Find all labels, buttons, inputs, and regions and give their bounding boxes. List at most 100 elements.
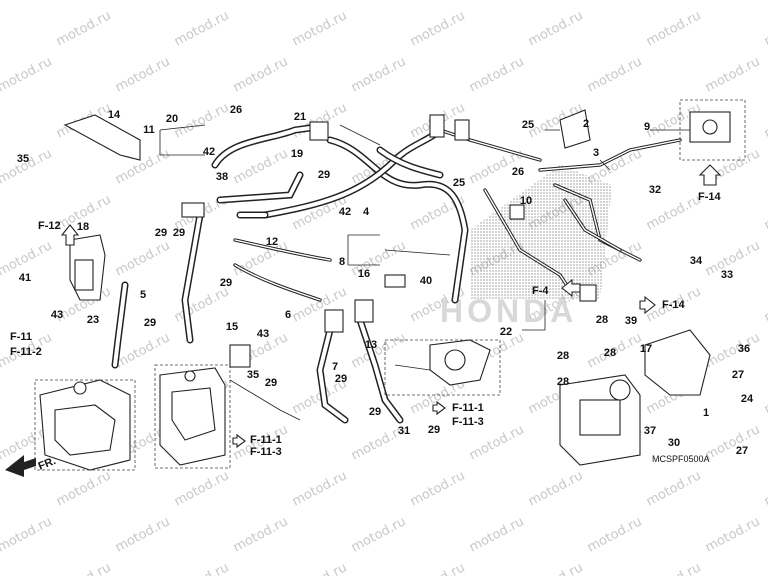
front-left-caliper xyxy=(34,379,136,471)
watermark-text: motod.ru xyxy=(762,192,768,233)
callout-number: 27 xyxy=(736,445,748,457)
watermark-text: motod.ru xyxy=(290,468,350,509)
watermark-text: motod.ru xyxy=(172,284,232,325)
page-reference: F-12 xyxy=(38,220,61,232)
watermark-text: motod.ru xyxy=(762,100,768,141)
watermark-text: motod.ru xyxy=(467,514,527,555)
callout-number: 31 xyxy=(398,425,410,437)
watermark-text: motod.ru xyxy=(408,468,468,509)
watermark-text: motod.ru xyxy=(526,560,586,576)
rear-master-cylinder xyxy=(69,234,106,301)
page-reference: F-11 xyxy=(10,331,32,343)
shading-panel xyxy=(470,165,612,300)
watermark-text: motod.ru xyxy=(54,8,114,49)
watermark-text: motod.ru xyxy=(172,8,232,49)
callout-number: 35 xyxy=(17,153,29,165)
page-reference: F-11-1 xyxy=(250,434,282,446)
watermark-text: motod.ru xyxy=(644,8,704,49)
callout-number: 29 xyxy=(265,377,277,389)
callout-number: 27 xyxy=(732,369,744,381)
watermark-text: motod.ru xyxy=(467,422,527,463)
callout-number: 1 xyxy=(703,407,709,419)
callout-number: 3 xyxy=(593,147,599,159)
callout-number: 25 xyxy=(522,119,534,131)
watermark-text: motod.ru xyxy=(113,238,173,279)
callout-number: 28 xyxy=(557,350,569,362)
callout-number: 29 xyxy=(173,227,185,239)
callout-number: 7 xyxy=(332,361,338,373)
watermark-text: motod.ru xyxy=(408,8,468,49)
watermark-text: motod.ru xyxy=(290,560,350,576)
page-reference: F-14 xyxy=(662,299,686,311)
callout-number: 29 xyxy=(155,227,167,239)
watermark-text: motod.ru xyxy=(703,514,763,555)
front-right-caliper xyxy=(154,364,231,469)
watermark-text: motod.ru xyxy=(703,0,763,4)
callout-number: 15 xyxy=(226,321,238,333)
watermark-text: motod.ru xyxy=(526,468,586,509)
joints xyxy=(181,114,597,368)
callout-number: 29 xyxy=(428,424,440,436)
page-reference: F-11-2 xyxy=(10,346,42,358)
watermark-text: motod.ru xyxy=(231,54,291,95)
leader-lines xyxy=(159,124,690,421)
callout-number: 17 xyxy=(640,343,652,355)
page-reference: F-4 xyxy=(532,285,549,297)
brake-pipes xyxy=(233,128,682,302)
callout-number: 43 xyxy=(51,309,63,321)
watermark-text: motod.ru xyxy=(54,560,114,576)
callout-number: 2 xyxy=(583,118,589,130)
callout-number: 43 xyxy=(257,328,269,340)
callout-number: 23 xyxy=(87,314,99,326)
hose-stay xyxy=(63,114,141,161)
watermark-text: motod.ru xyxy=(0,54,55,95)
callout-number: 11 xyxy=(143,124,155,136)
watermark-text: motod.ru xyxy=(172,468,232,509)
watermark-text: motod.ru xyxy=(762,8,768,49)
watermark-text: motod.ru xyxy=(172,100,232,141)
pipe-clamp xyxy=(559,109,591,149)
callout-number: 32 xyxy=(649,184,661,196)
callout-number: 4 xyxy=(363,206,370,218)
callout-number: 37 xyxy=(644,425,656,437)
watermark-text: motod.ru xyxy=(467,54,527,95)
watermark-text: motod.ru xyxy=(290,8,350,49)
callout-number: 35 xyxy=(247,369,259,381)
watermark-text: motod.ru xyxy=(0,0,55,4)
watermark-text: motod.ru xyxy=(113,0,173,4)
delay-valve xyxy=(679,99,746,161)
watermark-text: motod.ru xyxy=(703,422,763,463)
callout-number: 30 xyxy=(668,437,680,449)
watermark-text: motod.ru xyxy=(231,0,291,4)
callout-number: 5 xyxy=(140,289,146,301)
callout-number: 29 xyxy=(220,277,232,289)
watermark-text: motod.ru xyxy=(644,560,704,576)
callout-number: 20 xyxy=(166,113,178,125)
watermark-text: motod.ru xyxy=(54,468,114,509)
callout-number: 42 xyxy=(339,206,351,218)
secondary-master-cylinder xyxy=(394,339,491,386)
callout-number: 18 xyxy=(77,221,89,233)
watermark-text: motod.ru xyxy=(349,514,409,555)
brake-hoses xyxy=(111,124,469,424)
callout-number: 39 xyxy=(625,315,637,327)
callout-number: 13 xyxy=(365,339,377,351)
diagram-code: MCSPF0500A xyxy=(652,454,710,464)
callout-number: 29 xyxy=(318,169,330,181)
watermark-text: motod.ru xyxy=(644,192,704,233)
callout-number: 29 xyxy=(335,373,347,385)
page-reference: F-11-3 xyxy=(452,416,484,428)
watermark-text: motod.ru xyxy=(0,514,55,555)
callout-number: 26 xyxy=(230,104,242,116)
watermark-text: motod.ru xyxy=(231,146,291,187)
callout-number: 8 xyxy=(339,256,345,268)
callout-number: 24 xyxy=(741,393,754,405)
callout-number: 6 xyxy=(285,309,291,321)
callout-number: 34 xyxy=(690,255,703,267)
watermark-text: motod.ru xyxy=(526,8,586,49)
abs-bracket xyxy=(644,329,711,396)
callout-number: 38 xyxy=(216,171,228,183)
ref-arrows xyxy=(5,164,722,477)
watermark-text: motod.ru xyxy=(231,514,291,555)
